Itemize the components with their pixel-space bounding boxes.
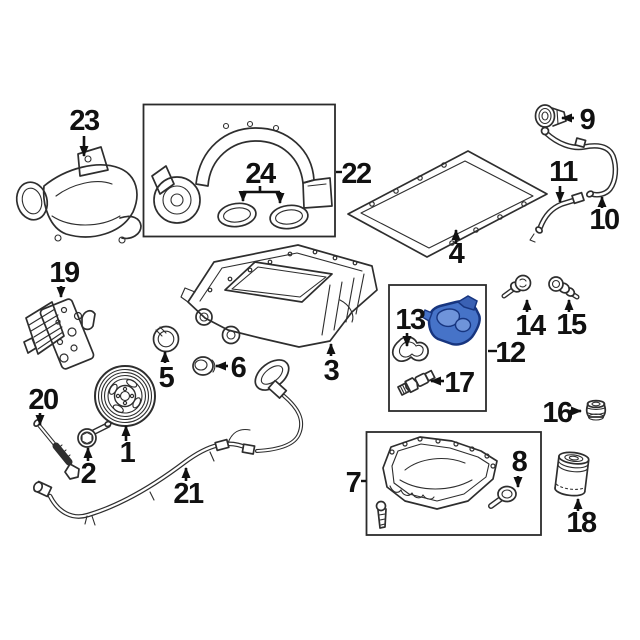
- callout-15-label: 15: [556, 309, 587, 341]
- part-oil-filter: [554, 451, 590, 497]
- callout-23-label: 23: [69, 105, 100, 137]
- callout-24-label: 24: [245, 158, 276, 190]
- part-long-bolt: [33, 419, 80, 480]
- callout-16-label: 16: [542, 397, 573, 429]
- callout-13-label: 13: [395, 304, 426, 336]
- callout-12-label: 12: [495, 337, 525, 369]
- part-throttle-body: [15, 146, 142, 244]
- part-seal-ring: [152, 325, 180, 353]
- callout-24-stem: [243, 186, 280, 194]
- adapter-facet2: [454, 317, 472, 333]
- callout-18-label: 18: [566, 507, 597, 539]
- part-oil-tube: [529, 191, 585, 243]
- adapter-neck: [456, 295, 478, 311]
- part-plug-16: [585, 399, 607, 421]
- callout-21-label: 21: [173, 478, 204, 510]
- part-oil-pressure-sensor: [397, 369, 436, 396]
- part-bolt-15: [548, 276, 580, 300]
- part-upper-oil-pan: [180, 244, 378, 348]
- part-oil-cooler: [23, 298, 96, 370]
- callout-4-label: 4: [449, 238, 465, 270]
- callout-3-label: 3: [324, 355, 340, 387]
- callout-6-label: 6: [231, 352, 247, 384]
- part-drain-bolt: [488, 485, 517, 509]
- callout-14-label: 14: [515, 310, 546, 342]
- callout-1-label: 1: [120, 437, 136, 469]
- adapter-facet: [436, 308, 461, 328]
- part-adapter-gasket: [391, 336, 429, 363]
- part-crankshaft-pulley: [94, 365, 156, 427]
- intake-manifold-box: [142, 103, 336, 238]
- part-plug: [192, 356, 216, 376]
- adapter-box: [388, 284, 487, 412]
- lower-pan-box: [365, 431, 542, 536]
- callout-9-label: 9: [580, 104, 596, 136]
- callout-labels: 1 2 3 4 5 6 7 8 9 10 11 12 13 14 15 16 1…: [28, 104, 620, 539]
- part-pulley-bolt: [77, 420, 112, 448]
- callout-2-label: 2: [81, 458, 96, 490]
- callout-11-label: 11: [549, 156, 578, 188]
- part-bolt-14: [501, 274, 532, 299]
- callout-17-label: 17: [444, 367, 474, 399]
- callout-7-label: 7: [346, 467, 361, 499]
- part-pan-gasket: [347, 150, 548, 258]
- part-manifold-gaskets: [217, 202, 309, 230]
- part-intake-manifold: [151, 120, 333, 224]
- callout-19-label: 19: [49, 257, 80, 289]
- part-oil-filter-adapter: [421, 295, 482, 346]
- pan-pushpin: [375, 500, 387, 512]
- callout-5-label: 5: [159, 362, 175, 394]
- callout-8-label: 8: [512, 446, 528, 478]
- part-dipstick-tube: [540, 126, 619, 198]
- callout-arrows: [35, 113, 607, 511]
- part-wiring-harness: [32, 359, 304, 526]
- callout-10-label: 10: [589, 204, 619, 236]
- callout-20-label: 20: [28, 384, 58, 416]
- callout-22-label: 22: [341, 158, 371, 190]
- part-grommet: [534, 104, 567, 128]
- part-lower-oil-pan: [375, 436, 498, 529]
- adapter-tab: [421, 309, 433, 323]
